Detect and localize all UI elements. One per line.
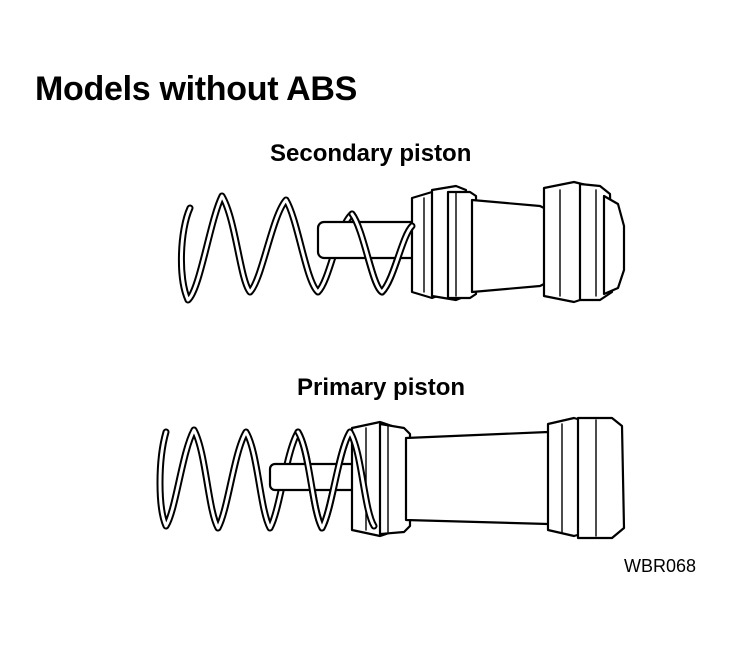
primary-piston-label: Primary piston — [297, 374, 466, 401]
secondary-piston-body — [470, 198, 550, 294]
figure-code: WBR068 — [624, 556, 697, 576]
figure-title: Models without ABS — [35, 70, 357, 108]
secondary-piston — [178, 180, 626, 304]
primary-piston — [156, 416, 626, 540]
primary-piston-body — [404, 430, 558, 526]
secondary-piston-label: Secondary piston — [270, 140, 472, 167]
